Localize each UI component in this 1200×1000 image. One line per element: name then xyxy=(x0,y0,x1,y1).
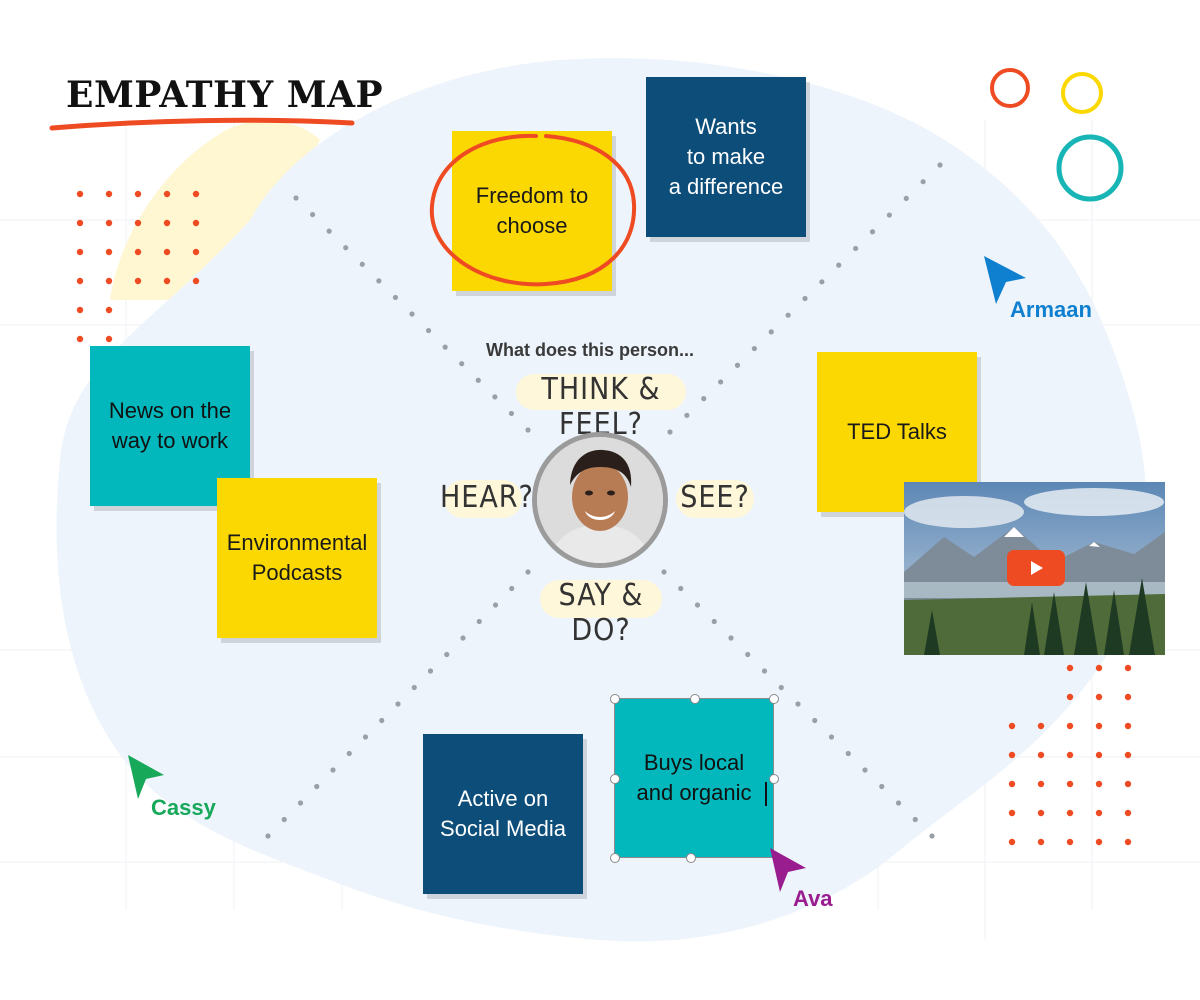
orange-circle-decoration xyxy=(990,68,1030,108)
note-environmental-podcasts[interactable]: Environmental Podcasts xyxy=(217,478,377,638)
collaborator-ava: Ava xyxy=(793,886,833,911)
page-title: EMPATHY MAP xyxy=(66,74,384,116)
collaborator-armaan: Armaan xyxy=(1010,297,1092,322)
say-do-label: SAY & DO? xyxy=(558,578,644,648)
circle-annotation-icon xyxy=(429,133,637,287)
see-label: SEE? xyxy=(680,480,750,515)
red-dot-pattern-right xyxy=(1008,664,1132,846)
resize-handle[interactable] xyxy=(690,694,700,704)
say-do-bubble xyxy=(540,580,662,618)
yellow-circle-decoration xyxy=(1061,72,1103,114)
note-wants-difference[interactable]: Wants to make a difference xyxy=(646,77,806,237)
text-caret xyxy=(765,782,767,806)
resize-handle[interactable] xyxy=(769,774,779,784)
title-underline xyxy=(49,117,355,131)
red-dot-pattern-left xyxy=(76,190,200,343)
armaan-cursor-arrow-icon xyxy=(984,256,1026,304)
think-feel-bubble xyxy=(516,374,686,410)
ava-cursor-arrow-icon xyxy=(770,848,806,892)
teal-circle-decoration xyxy=(1056,134,1124,202)
note-freedom-to-choose[interactable]: Freedom to choose xyxy=(452,131,612,291)
center-prompt: What does this person... xyxy=(486,340,695,360)
note-buys-local-selected[interactable]: Buys local and organic xyxy=(614,698,774,858)
resize-handle[interactable] xyxy=(686,853,696,863)
hear-bubble xyxy=(444,480,522,518)
play-button[interactable] xyxy=(1007,550,1065,586)
note-social-media[interactable]: Active on Social Media xyxy=(423,734,583,894)
resize-handle[interactable] xyxy=(610,694,620,704)
resize-handle[interactable] xyxy=(769,694,779,704)
person-photo-icon xyxy=(537,437,663,563)
play-icon xyxy=(1031,561,1043,575)
quadrant-divider-lines xyxy=(265,162,943,839)
cassy-cursor-arrow-icon xyxy=(128,755,164,799)
see-bubble xyxy=(676,480,754,518)
hear-label: HEAR? xyxy=(440,480,534,515)
persona-avatar xyxy=(532,432,668,568)
collaborator-cassy: Cassy xyxy=(151,795,216,820)
resize-handle[interactable] xyxy=(610,853,620,863)
resize-handle[interactable] xyxy=(610,774,620,784)
